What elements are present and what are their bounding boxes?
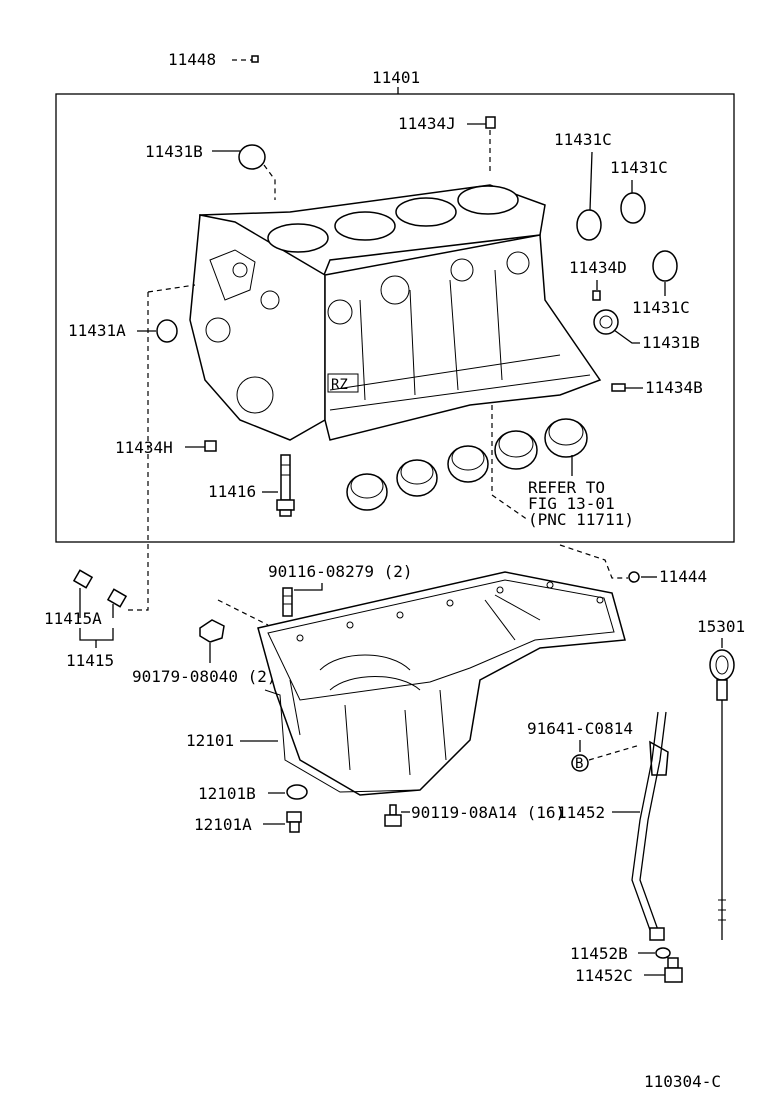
label-90116: 90116-08279 (2) [268, 562, 413, 581]
label-11448: 11448 [168, 50, 216, 69]
part-11415A-fittings [72, 569, 128, 608]
label-11434B: 11434B [645, 378, 703, 397]
label-90119: 90119-08A14 (16) [411, 803, 565, 822]
cylinder-block-frame [55, 93, 735, 543]
label-11452: 11452 [557, 803, 605, 822]
label-11434H: 11434H [115, 438, 173, 457]
main-bearings [346, 418, 588, 511]
part-12101B-gasket [286, 784, 308, 800]
refer-line-3: (PNC 11711) [528, 510, 634, 529]
label-11416: 11416 [208, 482, 256, 501]
label-12101A: 12101A [194, 815, 252, 834]
label-11431C-2: 11431C [610, 158, 668, 177]
label-11431B-right: 11431B [642, 333, 700, 352]
label-11431C-1: 11431C [554, 130, 612, 149]
label-11431B-top: 11431B [145, 142, 203, 161]
block-marking: RZ [331, 377, 348, 393]
part-11431C-plug-1 [576, 209, 602, 241]
cylinder-block-drawing: RZ [189, 184, 602, 441]
part-11431B-seal-right [593, 309, 619, 335]
label-11415A: 11415A [44, 609, 102, 628]
part-90179-nut [199, 619, 225, 643]
label-15301: 15301 [697, 617, 745, 636]
part-11431C-plug-3 [652, 250, 678, 282]
part-11434J-pin [485, 116, 496, 129]
label-91641: 91641-C0814 [527, 719, 633, 738]
label-11431A: 11431A [68, 321, 126, 340]
refer-line-1: REFER TO [528, 478, 605, 497]
part-11416-bolt [276, 454, 295, 517]
label-11401: 11401 [372, 68, 420, 87]
label-90179: 90179-08040 (2) [132, 667, 277, 686]
ref-symbol-b-text: B [575, 756, 583, 772]
part-90119-bolt [384, 804, 402, 827]
part-11431B-plug-top [238, 144, 266, 170]
label-11415: 11415 [66, 651, 114, 670]
ref-symbol-b [571, 754, 589, 772]
label-11452B: 11452B [570, 944, 628, 963]
part-11452-guide [631, 711, 669, 941]
label-12101B: 12101B [198, 784, 256, 803]
part-11434H-pin [204, 440, 217, 452]
part-12101A-drain-plug [286, 811, 302, 833]
part-90116-stud [282, 587, 293, 617]
label-11434J: 11434J [398, 114, 456, 133]
part-11444-pin [628, 571, 640, 583]
label-11452C: 11452C [575, 966, 633, 985]
part-11452C-bolt [664, 957, 683, 983]
part-11448-plug [251, 55, 259, 63]
label-11434D: 11434D [569, 258, 627, 277]
label-11444: 11444 [659, 567, 707, 586]
part-11434D-pin [592, 290, 601, 301]
part-11452B-oring [655, 947, 671, 959]
oil-pan-drawing [257, 571, 626, 796]
label-12101: 12101 [186, 731, 234, 750]
figure-code: 110304-C [644, 1072, 721, 1091]
part-11434B-pin [611, 383, 626, 392]
label-11431C-3: 11431C [632, 298, 690, 317]
refer-line-2: FIG 13-01 [528, 494, 615, 513]
part-11431A-plug [156, 319, 178, 343]
part-11431C-plug-2 [620, 192, 646, 224]
part-15301-dipstick [709, 649, 735, 940]
